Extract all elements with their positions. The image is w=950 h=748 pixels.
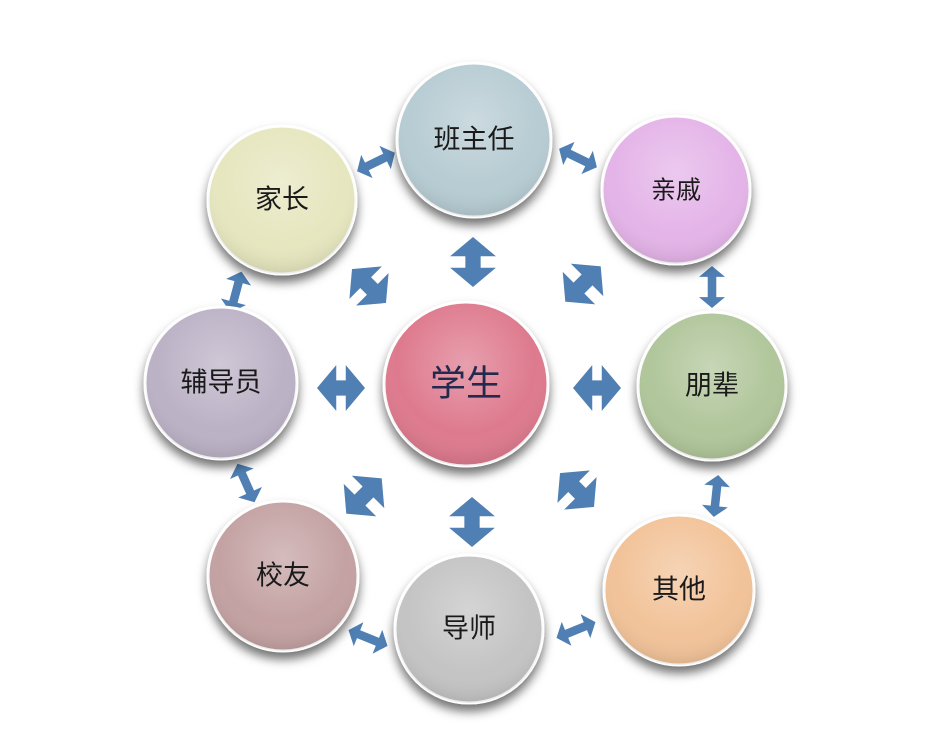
node-label: 班主任 <box>434 125 515 156</box>
node-qinqi: 亲戚 <box>600 114 752 266</box>
arrow-center-xiaoyou <box>341 473 387 519</box>
node-gloss <box>604 515 754 665</box>
node-gloss <box>602 116 750 264</box>
node-gloss <box>397 63 551 217</box>
node-label: 家长 <box>255 185 309 216</box>
node-qita: 其他 <box>602 513 756 667</box>
arrow-center-qinqi <box>560 261 606 307</box>
center-gloss <box>384 302 548 466</box>
arrow-pengbei-qita <box>698 473 734 519</box>
arrow-jiazhang-banzhuren <box>355 142 397 182</box>
arrow-daoshi-xiaoyou <box>346 618 390 658</box>
node-fudaoyuan: 辅导员 <box>143 305 299 461</box>
node-gloss <box>208 501 358 651</box>
center-label: 学生 <box>430 364 502 405</box>
node-center-student: 学生 <box>382 300 550 468</box>
node-pengbei: 朋辈 <box>636 310 788 462</box>
arrow-fudaoyuan-jiazhang <box>217 269 255 315</box>
node-label: 校友 <box>256 561 310 592</box>
node-label: 其他 <box>652 575 706 606</box>
arrow-qita-daoshi <box>554 610 598 650</box>
node-daoshi: 导师 <box>393 553 545 705</box>
arrow-banzhuren-qinqi <box>557 138 599 178</box>
arrow-xiaoyou-fudaoyuan <box>226 462 266 504</box>
arrow-center-pengbei <box>571 360 623 416</box>
arrow-center-fudaoyuan <box>315 360 367 416</box>
arrow-center-banzhuren <box>445 235 501 289</box>
node-gloss <box>638 312 786 460</box>
node-label: 亲戚 <box>651 176 701 205</box>
arrow-qinqi-pengbei <box>694 264 730 310</box>
node-gloss <box>145 307 297 459</box>
arrow-center-jiazhang <box>347 264 391 308</box>
arrow-layer <box>217 138 734 658</box>
node-jiazhang: 家长 <box>206 124 358 276</box>
node-label: 朋辈 <box>685 371 739 402</box>
node-label: 导师 <box>442 614 496 645</box>
node-label: 辅导员 <box>181 368 262 399</box>
arrow-center-daoshi <box>444 495 500 549</box>
node-xiaoyou: 校友 <box>206 499 360 653</box>
node-gloss <box>395 555 543 703</box>
arrow-center-qita <box>555 468 599 512</box>
node-banzhuren: 班主任 <box>395 61 553 219</box>
node-gloss <box>208 126 356 274</box>
